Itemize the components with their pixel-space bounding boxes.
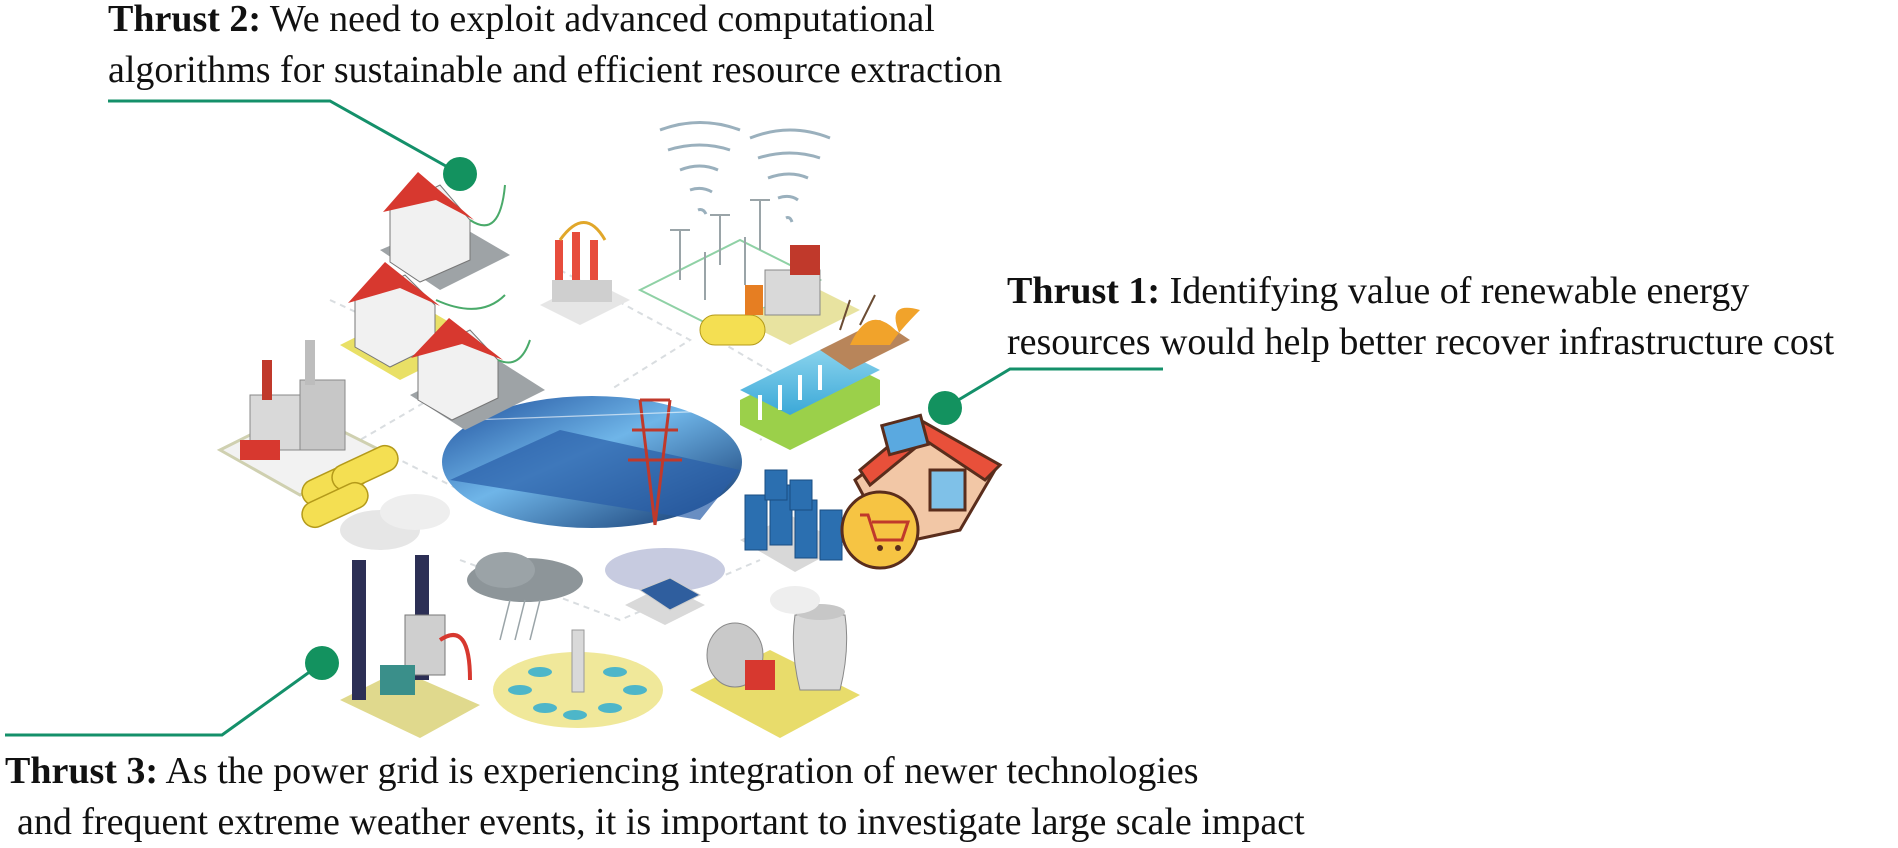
thrust-2-marker xyxy=(443,157,477,191)
thrust-1-line2: resources would help better recover infr… xyxy=(1007,321,1835,363)
thrust-3-caption: Thrust 3: As the power grid is experienc… xyxy=(5,746,1305,848)
wind-farm-icon xyxy=(637,199,823,332)
storage-tanks-icon xyxy=(301,444,399,529)
solar-tower-icon xyxy=(493,629,663,728)
thrust-1-marker xyxy=(928,391,962,425)
thrust-1-line1: Identifying value of renewable energy xyxy=(1169,270,1750,312)
refinery-icon xyxy=(699,245,860,346)
thrust-3-marker xyxy=(305,646,339,680)
thrust-1-label: Thrust 1: xyxy=(1007,270,1161,312)
thrust-2-caption: Thrust 2: We need to exploit advanced co… xyxy=(108,0,1002,96)
thrust-1-connector xyxy=(944,367,1163,410)
thrust-3-line1: As the power grid is experiencing integr… xyxy=(165,750,1199,792)
smart-grid-photo xyxy=(442,396,742,528)
solar-panel-icon xyxy=(625,577,705,625)
tornado-icon xyxy=(659,121,831,223)
thrust-3-label: Thrust 3: xyxy=(5,750,159,792)
nuclear-plant-icon xyxy=(690,586,860,738)
thrust-2-line1: We need to exploit advanced computationa… xyxy=(269,0,935,40)
thrust-3-connector xyxy=(5,661,323,737)
data-center-icon xyxy=(740,469,845,572)
thrust-2-line2: algorithms for sustainable and efficient… xyxy=(108,49,1003,91)
smokestack-factory-icon xyxy=(340,494,480,738)
thrust-1-caption: Thrust 1: Identifying value of renewable… xyxy=(1007,266,1834,368)
thrust-2-label: Thrust 2: xyxy=(108,0,262,40)
substation-icon xyxy=(540,221,630,325)
storm-cloud-icon xyxy=(467,548,725,641)
coal-plant-icon xyxy=(216,340,384,497)
wildfire-icon xyxy=(820,294,920,370)
thrust-3-line2: and frequent extreme weather events, it … xyxy=(17,801,1305,843)
houses-icon xyxy=(340,172,545,430)
marketplace-cart-icon xyxy=(840,413,1003,570)
thrust-2-connector xyxy=(108,99,461,176)
